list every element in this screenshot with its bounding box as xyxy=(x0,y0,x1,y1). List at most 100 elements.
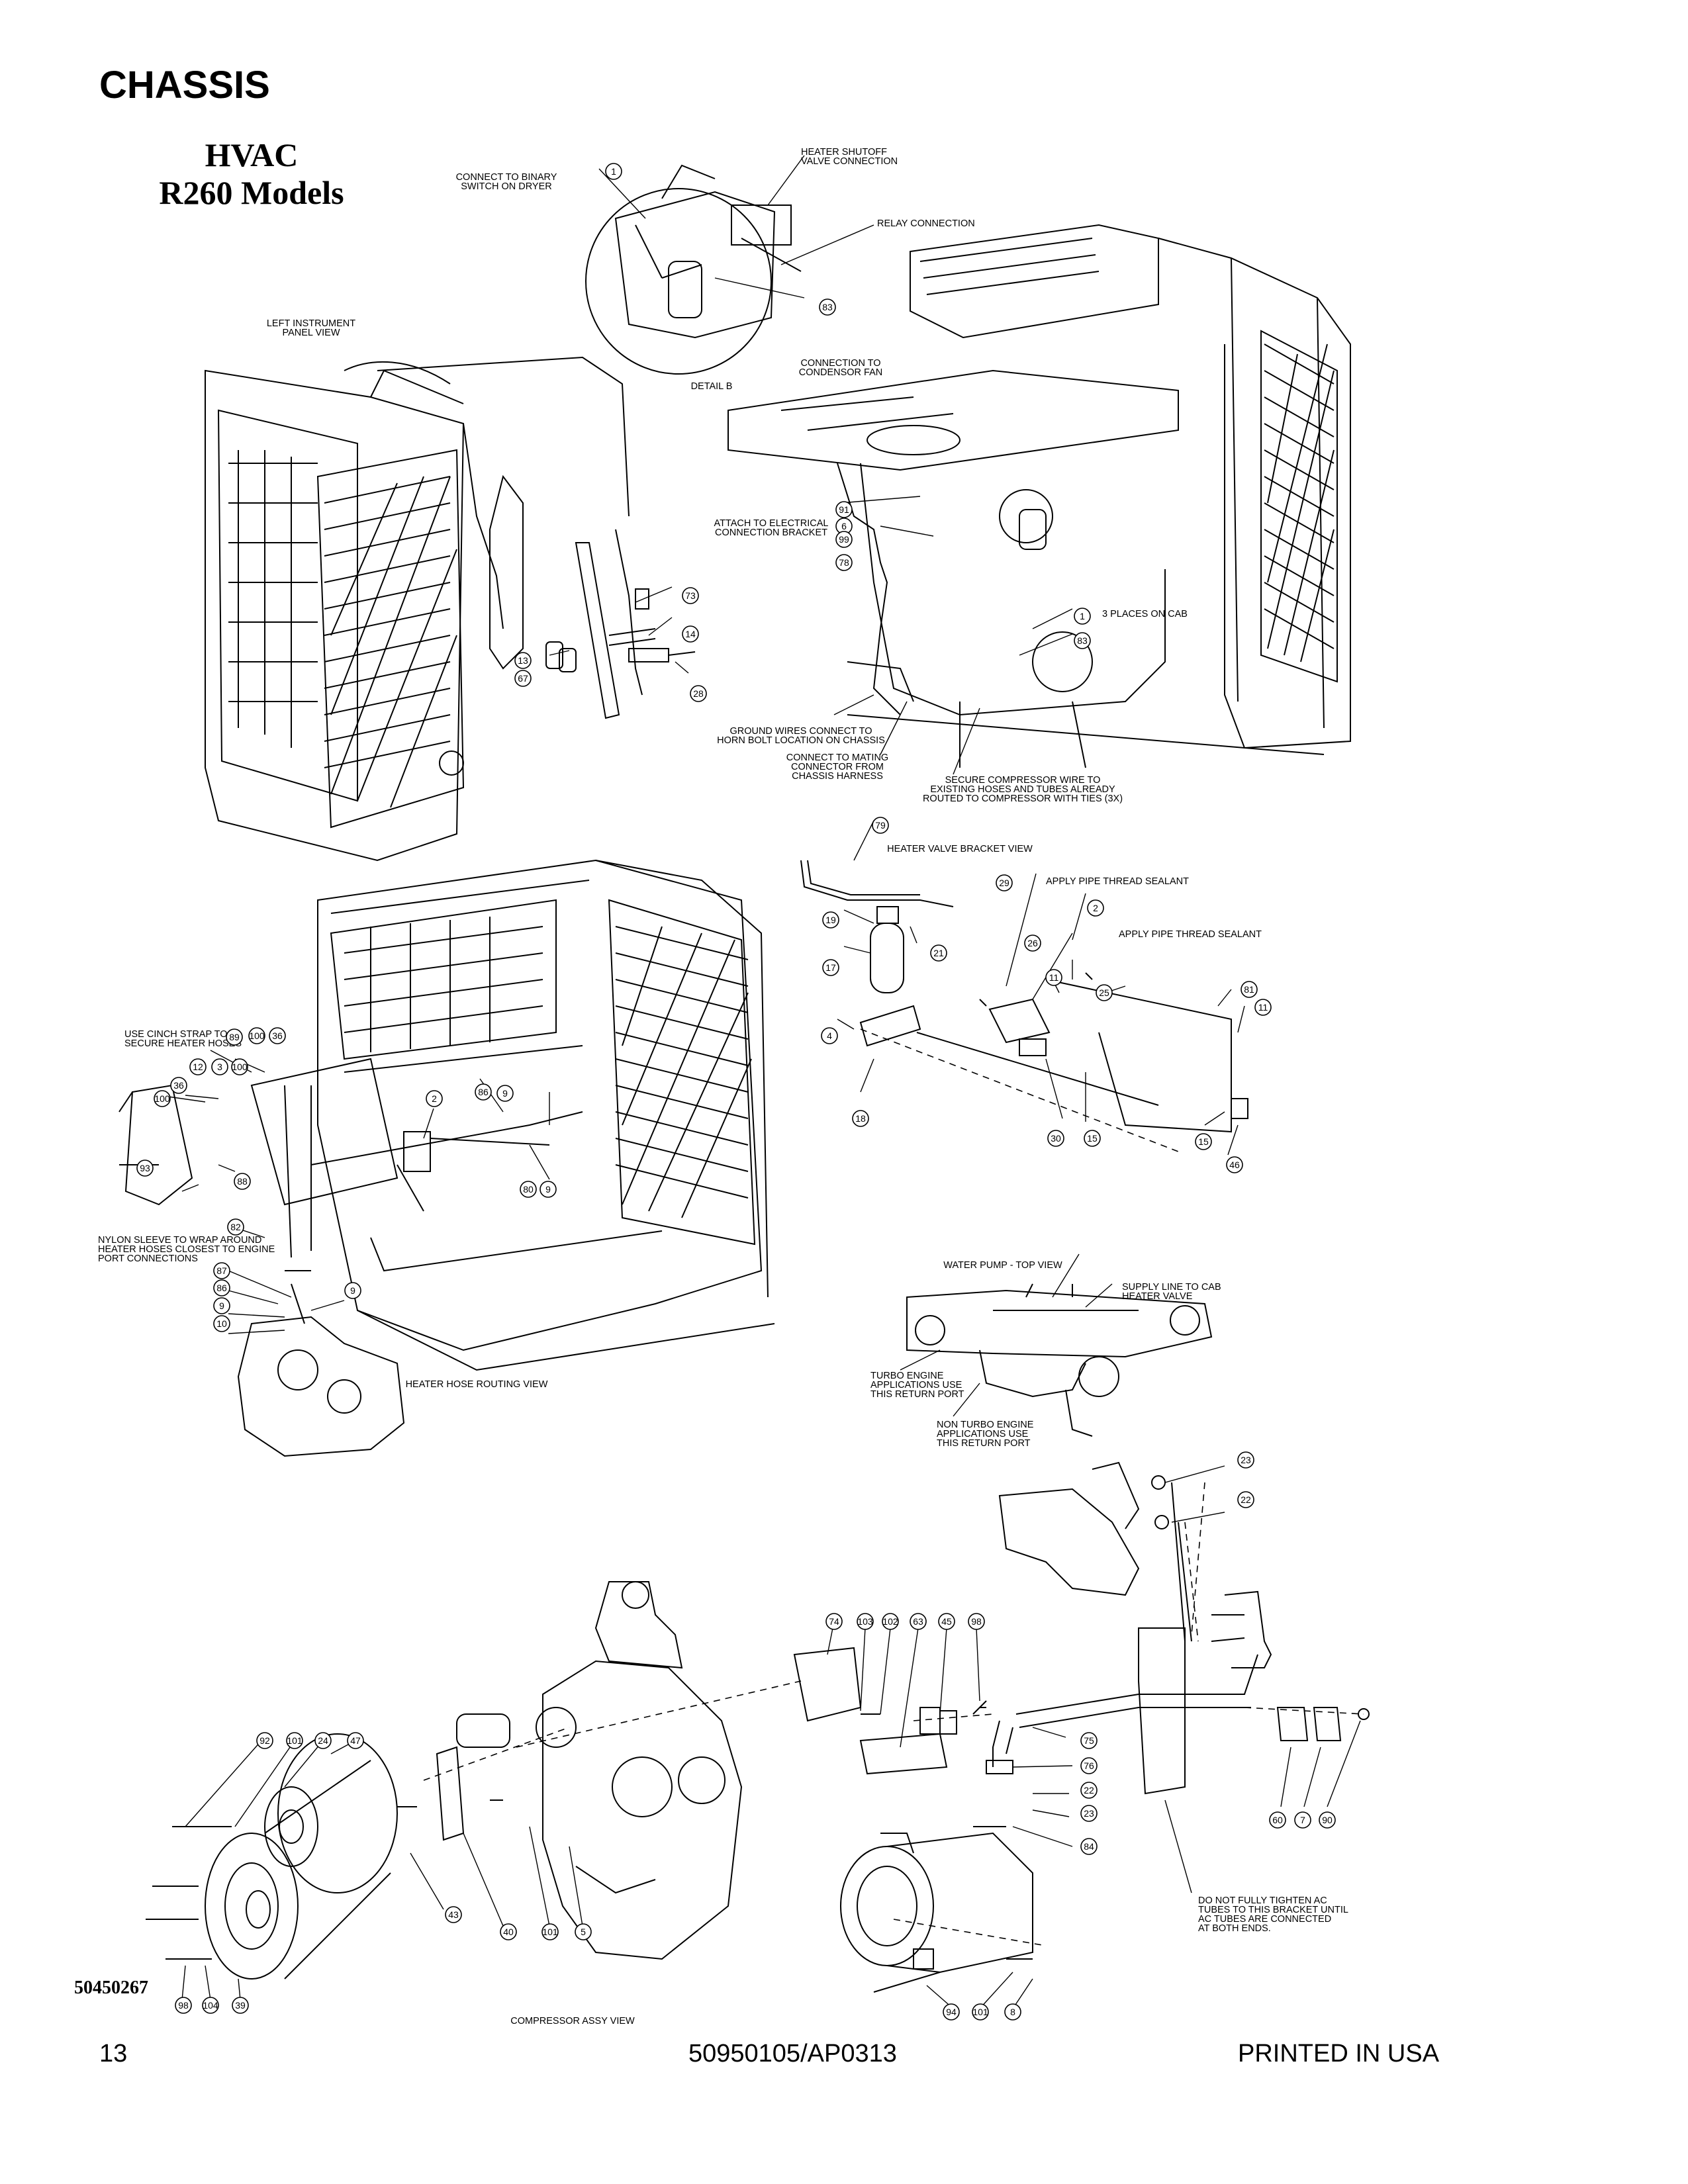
callout-label: 28 xyxy=(693,688,704,699)
callout-label: 18 xyxy=(855,1113,866,1124)
callout-circle xyxy=(682,625,699,643)
callout-circle xyxy=(213,1262,230,1279)
callout-circle xyxy=(256,1732,273,1749)
callout-circle xyxy=(1294,1811,1311,1829)
assembly-lines xyxy=(423,1028,1364,1946)
callout-label: 63 xyxy=(913,1616,923,1627)
callout-circle xyxy=(1074,608,1091,625)
callout-39-c39: 39 xyxy=(232,1997,249,2014)
callout-label: 45 xyxy=(941,1616,952,1627)
callout-circle xyxy=(213,1315,230,1332)
callout-11-c11b: 11 xyxy=(1254,999,1272,1016)
callout-10-c10a: 10 xyxy=(213,1315,230,1332)
heater-valve-drawing xyxy=(800,860,1248,1133)
callout-circle xyxy=(1269,1811,1286,1829)
callout-circle xyxy=(1241,981,1258,998)
callout-label: 98 xyxy=(178,2000,189,2011)
callout-label: 5 xyxy=(581,1927,586,1937)
printed-label: PRINTED IN USA xyxy=(1238,2040,1440,2068)
callout-circle xyxy=(154,1090,171,1107)
callout-circle xyxy=(213,1297,230,1314)
callout-28-c28: 28 xyxy=(690,685,707,702)
callout-81-c81: 81 xyxy=(1241,981,1258,998)
document-id: 50950105/AP0313 xyxy=(688,2040,897,2068)
callout-circle xyxy=(872,817,889,834)
callout-label: 89 xyxy=(229,1032,240,1042)
callout-label: 11 xyxy=(1049,972,1059,983)
callout-99-c99: 99 xyxy=(835,531,853,548)
callout-36-c36a: 36 xyxy=(269,1027,286,1044)
callout-4-c4: 4 xyxy=(821,1027,838,1044)
callout-circle xyxy=(226,1028,243,1046)
callout-73-c73: 73 xyxy=(682,587,699,604)
annotation-three-places: 3 PLACES ON CAB xyxy=(1102,609,1188,619)
annotation-relay: RELAY CONNECTION xyxy=(877,218,975,229)
callout-label: 93 xyxy=(140,1163,150,1173)
callout-label: 7 xyxy=(1300,1815,1305,1825)
callout-circle xyxy=(496,1085,514,1102)
callout-circle xyxy=(1087,899,1104,917)
callout-label: 67 xyxy=(518,673,528,684)
callout-12-c12: 12 xyxy=(189,1058,207,1075)
callout-26-c26: 26 xyxy=(1024,934,1041,952)
callout-label: 80 xyxy=(523,1184,534,1195)
callout-circle xyxy=(227,1218,244,1236)
callout-label: 36 xyxy=(272,1030,283,1041)
callout-circle xyxy=(213,1279,230,1297)
callout-label: 90 xyxy=(1322,1815,1333,1825)
callout-label: 4 xyxy=(827,1030,832,1041)
callout-circle xyxy=(1319,1811,1336,1829)
callout-86-c86b: 86 xyxy=(213,1279,230,1297)
callout-circle xyxy=(314,1732,332,1749)
callout-46-c46: 46 xyxy=(1226,1156,1243,1173)
part-number: 50450267 xyxy=(74,1978,148,1998)
callout-label: 14 xyxy=(685,629,696,639)
leader-lines xyxy=(158,155,1361,2009)
callout-circle xyxy=(500,1923,517,1940)
callout-45-c45: 45 xyxy=(938,1613,955,1630)
callout-circle xyxy=(882,1613,899,1630)
callout-25-c25: 25 xyxy=(1096,984,1113,1001)
callout-label: 75 xyxy=(1084,1735,1094,1746)
callout-43-c43: 43 xyxy=(445,1906,462,1923)
callout-1-c1b: 1 xyxy=(1074,608,1091,625)
callout-circle xyxy=(541,1923,559,1940)
callout-circle xyxy=(445,1906,462,1923)
callout-label: 19 xyxy=(825,915,836,925)
callout-98-c98b: 98 xyxy=(175,1997,192,2014)
callout-circle xyxy=(1080,1782,1098,1799)
callout-91-c91: 91 xyxy=(835,501,853,518)
callout-79-c79: 79 xyxy=(872,817,889,834)
callout-circle xyxy=(175,1997,192,2014)
callout-104-c104: 104 xyxy=(202,1997,219,2014)
callout-circle xyxy=(575,1923,592,1940)
callout-80-c80: 80 xyxy=(520,1181,537,1198)
callout-36-c36b: 36 xyxy=(170,1077,187,1094)
callout-label: 104 xyxy=(203,2000,218,2011)
callout-circle xyxy=(1074,632,1091,649)
callout-label: 60 xyxy=(1272,1815,1283,1825)
callout-label: 22 xyxy=(1084,1785,1094,1796)
annotation-pipe-sealant-2: APPLY PIPE THREAD SEALANT xyxy=(1119,929,1262,940)
callout-label: 83 xyxy=(1077,635,1088,646)
callout-label: 86 xyxy=(216,1283,227,1293)
callout-label: 43 xyxy=(448,1909,459,1920)
callout-63-c63: 63 xyxy=(910,1613,927,1630)
callout-92-c92: 92 xyxy=(256,1732,273,1749)
callout-label: 79 xyxy=(875,820,886,831)
callout-60-c60: 60 xyxy=(1269,1811,1286,1829)
callout-circle xyxy=(1047,1130,1064,1147)
callout-11-c11a: 11 xyxy=(1045,969,1062,986)
callout-circle xyxy=(231,1058,248,1075)
callout-label: 74 xyxy=(829,1616,839,1627)
callout-76-c76: 76 xyxy=(1080,1757,1098,1774)
callout-circle xyxy=(170,1077,187,1094)
callout-label: 98 xyxy=(971,1616,982,1627)
callout-15-c15a: 15 xyxy=(1084,1130,1101,1147)
callout-circle xyxy=(943,2003,960,2021)
callout-1-c1a: 1 xyxy=(605,163,622,180)
callout-circle xyxy=(1080,1838,1098,1855)
